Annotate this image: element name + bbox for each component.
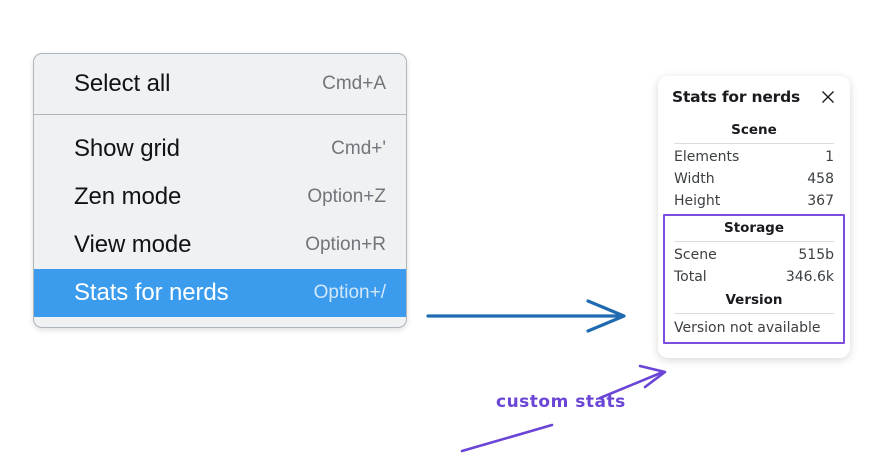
- stats-for-nerds-panel: Stats for nerds Scene Elements 1 Width 4…: [658, 76, 850, 358]
- menu-item-shortcut: Option+R: [305, 234, 386, 255]
- menu-item-shortcut: Option+/: [313, 282, 386, 303]
- menu-item-view-mode[interactable]: View mode Option+R: [34, 221, 406, 269]
- stat-value: 346.6k: [785, 269, 834, 285]
- menu-item-shortcut: Cmd+': [331, 138, 386, 159]
- panel-title: Stats for nerds: [672, 88, 801, 106]
- menu-item-label: Show grid: [74, 135, 180, 162]
- menu-item-label: Stats for nerds: [74, 279, 229, 306]
- stat-label: Total: [674, 269, 707, 285]
- menu-group-selection: Select all Cmd+A: [34, 60, 406, 115]
- stat-value: 1: [825, 149, 834, 165]
- version-note: Version not available: [674, 320, 821, 336]
- menu-group-view-options: Show grid Cmd+' Zen mode Option+Z View m…: [34, 115, 406, 317]
- stat-value: 458: [807, 171, 834, 187]
- menu-item-label: Zen mode: [74, 183, 182, 210]
- menu-item-stats-for-nerds[interactable]: Stats for nerds Option+/: [34, 269, 406, 317]
- section-heading-version: Version: [725, 292, 783, 308]
- stat-row-storage-scene: Scene 515b: [672, 244, 836, 266]
- stat-value: 515b: [798, 247, 834, 263]
- stat-label: Scene: [674, 247, 717, 263]
- stat-row-height: Height 367: [672, 190, 836, 212]
- stat-row-elements: Elements 1: [672, 146, 836, 168]
- menu-item-label: View mode: [74, 231, 192, 258]
- menu-item-label: Select all: [74, 70, 171, 97]
- stat-row-width: Width 458: [672, 168, 836, 190]
- close-icon[interactable]: [820, 89, 836, 105]
- stat-label: Width: [674, 171, 715, 187]
- section-divider: [674, 313, 834, 314]
- purple-underline-annotation: [460, 423, 554, 453]
- section-heading-scene: Scene: [731, 122, 777, 138]
- menu-item-shortcut: Option+Z: [307, 186, 386, 207]
- menu-item-select-all[interactable]: Select all Cmd+A: [34, 60, 406, 108]
- stat-label: Elements: [674, 149, 740, 165]
- stat-label: Height: [674, 193, 721, 209]
- section-heading-storage: Storage: [723, 220, 785, 236]
- panel-header: Stats for nerds: [672, 88, 836, 106]
- stat-value: 367: [807, 193, 834, 209]
- menu-item-zen-mode[interactable]: Zen mode Option+Z: [34, 173, 406, 221]
- section-divider: [674, 241, 834, 242]
- blue-arrow-annotation: [426, 299, 626, 333]
- stat-row-storage-total: Total 346.6k: [672, 266, 836, 288]
- custom-stats-highlight-box: Storage Scene 515b Total 346.6k Version …: [663, 214, 845, 344]
- menu-item-show-grid[interactable]: Show grid Cmd+': [34, 125, 406, 173]
- custom-stats-annotation-label: custom stats: [496, 392, 626, 412]
- menu-item-shortcut: Cmd+A: [322, 73, 386, 94]
- context-menu[interactable]: Select all Cmd+A Show grid Cmd+' Zen mod…: [33, 53, 407, 328]
- section-divider: [674, 143, 834, 144]
